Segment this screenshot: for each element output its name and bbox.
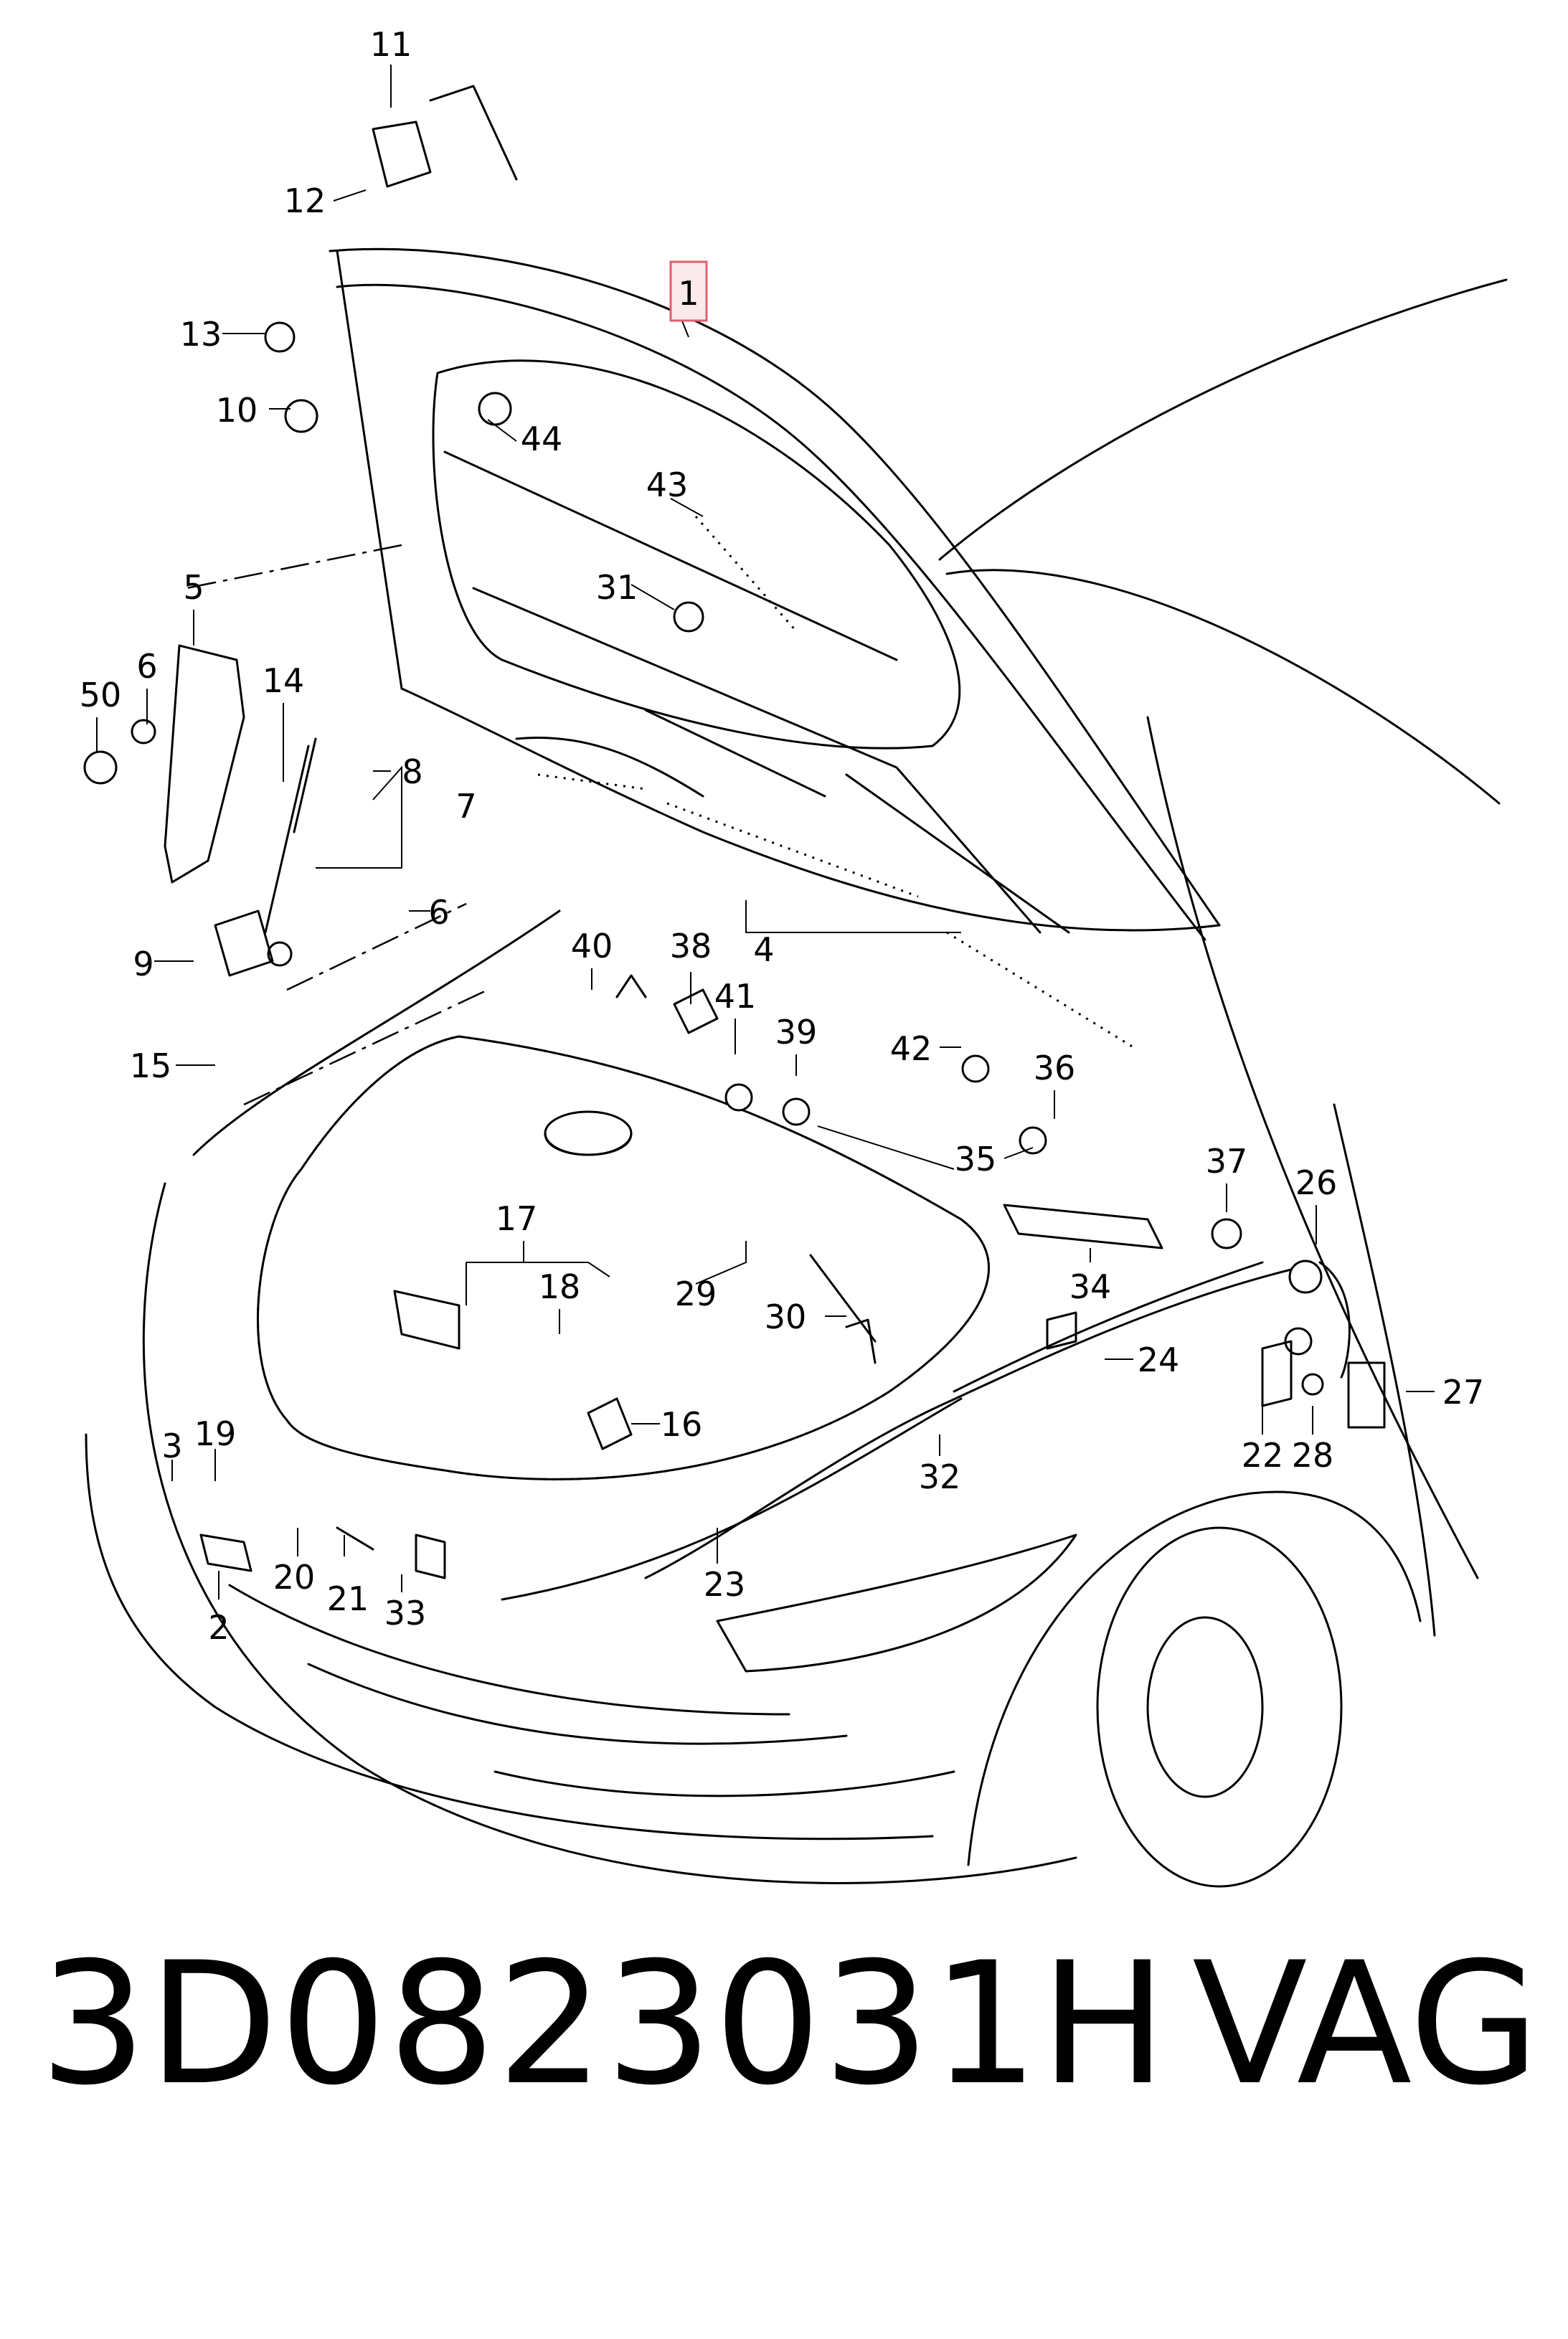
callout-39: 39 (775, 1013, 818, 1052)
callout-19: 19 (194, 1414, 237, 1453)
car-body-outline (85, 278, 1508, 1888)
callout-1: 1 (678, 274, 699, 313)
callout-31: 31 (596, 568, 638, 607)
callout-20: 20 (273, 1558, 316, 1597)
brand-name: VAG (1192, 1927, 1540, 2122)
callout-38: 38 (670, 927, 712, 965)
callout-6-lower: 6 (428, 893, 449, 932)
parts-diagram: 11 12 1 13 10 44 43 31 5 6 50 14 8 7 6 4… (80, 25, 1508, 1888)
callout-24: 24 (1138, 1341, 1180, 1379)
callout-29: 29 (675, 1275, 717, 1313)
callout-22: 22 (1242, 1436, 1284, 1475)
callout-14: 14 (263, 661, 305, 700)
callout-27: 27 (1442, 1373, 1485, 1412)
callout-17: 17 (496, 1199, 538, 1238)
part-number: 3D0823031H (39, 1927, 1168, 2122)
callout-34: 34 (1069, 1267, 1112, 1306)
hinge-and-struts (83, 85, 1386, 1601)
callout-50: 50 (80, 676, 122, 714)
callout-37: 37 (1206, 1142, 1248, 1181)
callout-1-highlight (669, 260, 708, 322)
callout-16: 16 (661, 1405, 703, 1444)
callout-11: 11 (370, 25, 412, 64)
callout-33: 33 (384, 1594, 427, 1632)
callout-10: 10 (216, 391, 258, 430)
callout-13: 13 (180, 315, 222, 354)
callout-12: 12 (284, 181, 326, 220)
callout-labels: 11 12 1 13 10 44 43 31 5 6 50 14 8 7 6 4… (80, 25, 1485, 1647)
callout-30: 30 (765, 1298, 807, 1336)
callout-44: 44 (521, 420, 563, 458)
callout-35: 35 (955, 1140, 997, 1178)
callout-15: 15 (130, 1046, 172, 1085)
bonnet (329, 247, 1221, 1049)
callout-32: 32 (919, 1457, 961, 1496)
callout-3: 3 (161, 1427, 182, 1465)
leader-lines (96, 65, 1435, 1600)
callout-28: 28 (1292, 1436, 1334, 1475)
callout-41: 41 (714, 977, 757, 1016)
callout-23: 23 (704, 1565, 746, 1604)
callout-9: 9 (133, 945, 154, 983)
callout-42: 42 (890, 1029, 932, 1068)
callout-2: 2 (208, 1608, 229, 1647)
callout-26: 26 (1295, 1163, 1338, 1202)
callout-4: 4 (753, 930, 774, 969)
callout-7: 7 (455, 787, 476, 826)
callout-5: 5 (183, 568, 204, 607)
callout-36: 36 (1034, 1049, 1076, 1087)
callout-21: 21 (327, 1579, 369, 1618)
callout-6-upper: 6 (136, 647, 157, 686)
callout-43: 43 (646, 466, 689, 504)
callout-8: 8 (402, 752, 422, 791)
callout-40: 40 (571, 927, 613, 965)
callout-18: 18 (539, 1267, 581, 1306)
